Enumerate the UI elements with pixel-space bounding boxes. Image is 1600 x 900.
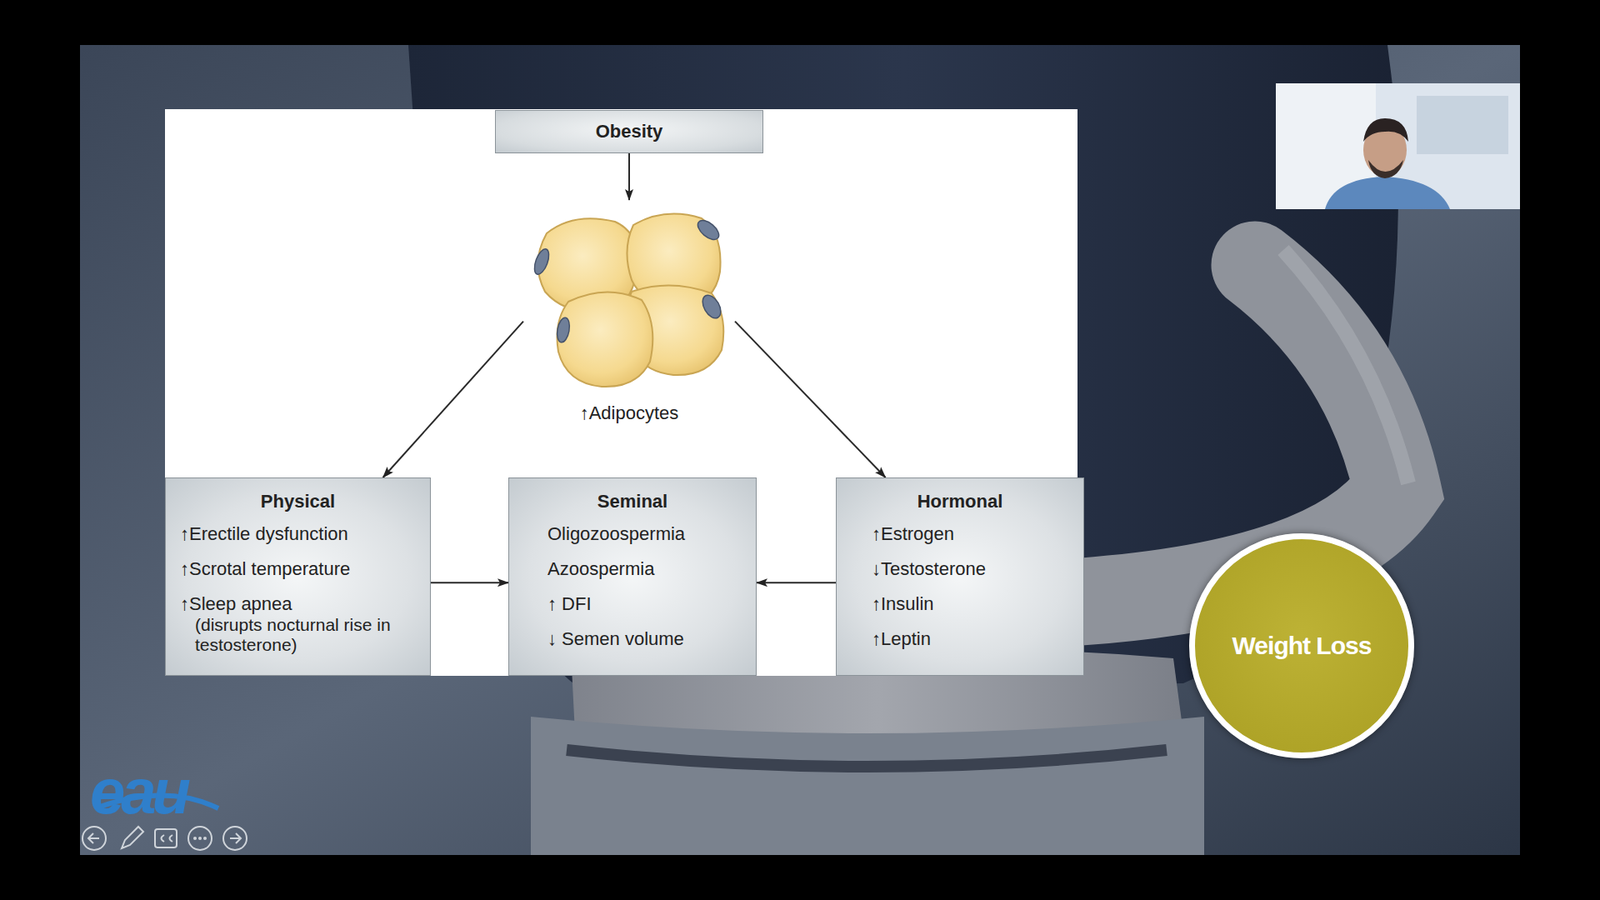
list-item: ↑Scrotal temperature <box>165 551 430 587</box>
box-heading: Physical <box>165 486 430 517</box>
category-box: SeminalOligozoospermiaAzoospermia↑ DFI↓ … <box>508 477 757 676</box>
node-text: ↑Adipocytes <box>523 401 735 425</box>
node-text: Obesity <box>595 120 664 143</box>
category-box: Hormonal↑Estrogen↓Testosterone↑Insulin↑L… <box>835 477 1085 676</box>
logo-text: eau <box>90 760 187 824</box>
action-circle: Weight Loss <box>1189 533 1415 759</box>
list-item: ↓ Semen volume <box>509 621 756 657</box>
item-note: (disrupts nocturnal rise in testosterone… <box>165 615 430 655</box>
category-box: Physical↑Erectile dysfunction↑Scrotal te… <box>165 477 431 676</box>
arrow-connector <box>735 321 886 478</box>
adipocyte-cluster: ↑Adipocytes <box>523 200 735 434</box>
arrow-connector <box>756 581 836 584</box>
list-item: ↑Insulin <box>836 586 1084 622</box>
arrow-connector <box>628 153 630 200</box>
box-heading: Hormonal <box>836 486 1084 517</box>
list-item: ↑Estrogen <box>836 516 1084 552</box>
list-item: ↑ DFI <box>509 586 756 622</box>
title-box: Obesity <box>495 110 764 154</box>
list-item: ↑Leptin <box>836 621 1084 657</box>
list-item: Oligozoospermia <box>509 516 756 552</box>
node-text: Weight Loss <box>1232 631 1372 660</box>
box-heading: Seminal <box>509 486 756 517</box>
arrow-connector <box>430 581 509 584</box>
arrow-connector <box>383 321 524 478</box>
list-item: ↑Erectile dysfunction <box>165 516 430 552</box>
list-item: ↓Testosterone <box>836 551 1084 587</box>
adipocyte-illustration <box>523 200 735 400</box>
list-item: Azoospermia <box>509 551 756 587</box>
